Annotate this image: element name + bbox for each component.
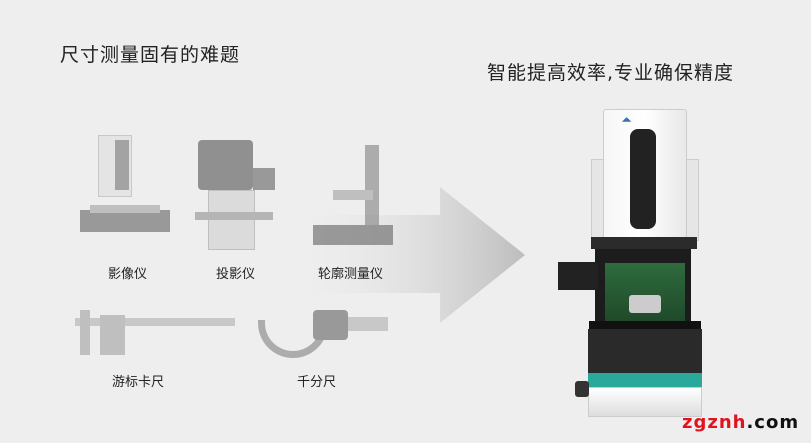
instrument-label: 游标卡尺 [112,375,165,390]
right-title: 智能提高效率,专业确保精度 [487,62,735,84]
arrow-icon [285,187,525,323]
brand-logo-icon: ◢◣ [622,116,632,123]
instrument-label: 影像仪 [108,267,148,282]
instrument-label: 轮廓测量仪 [318,267,384,282]
micrometer-image [258,305,388,360]
vernier-caliper-image [75,310,235,360]
instrument-label: 千分尺 [297,375,337,390]
watermark: zgznh.com [682,412,799,433]
contour-measuring-instrument-image [313,145,393,245]
watermark-suffix: .com [746,412,800,433]
instrument-label: 投影仪 [216,267,256,282]
profile-projector-image [193,140,278,250]
image-measuring-instrument-image [80,135,170,245]
left-title: 尺寸测量固有的难题 [60,44,241,66]
smart-measuring-machine-image: ◢◣ [555,105,705,420]
watermark-main: zgznh [682,412,747,433]
